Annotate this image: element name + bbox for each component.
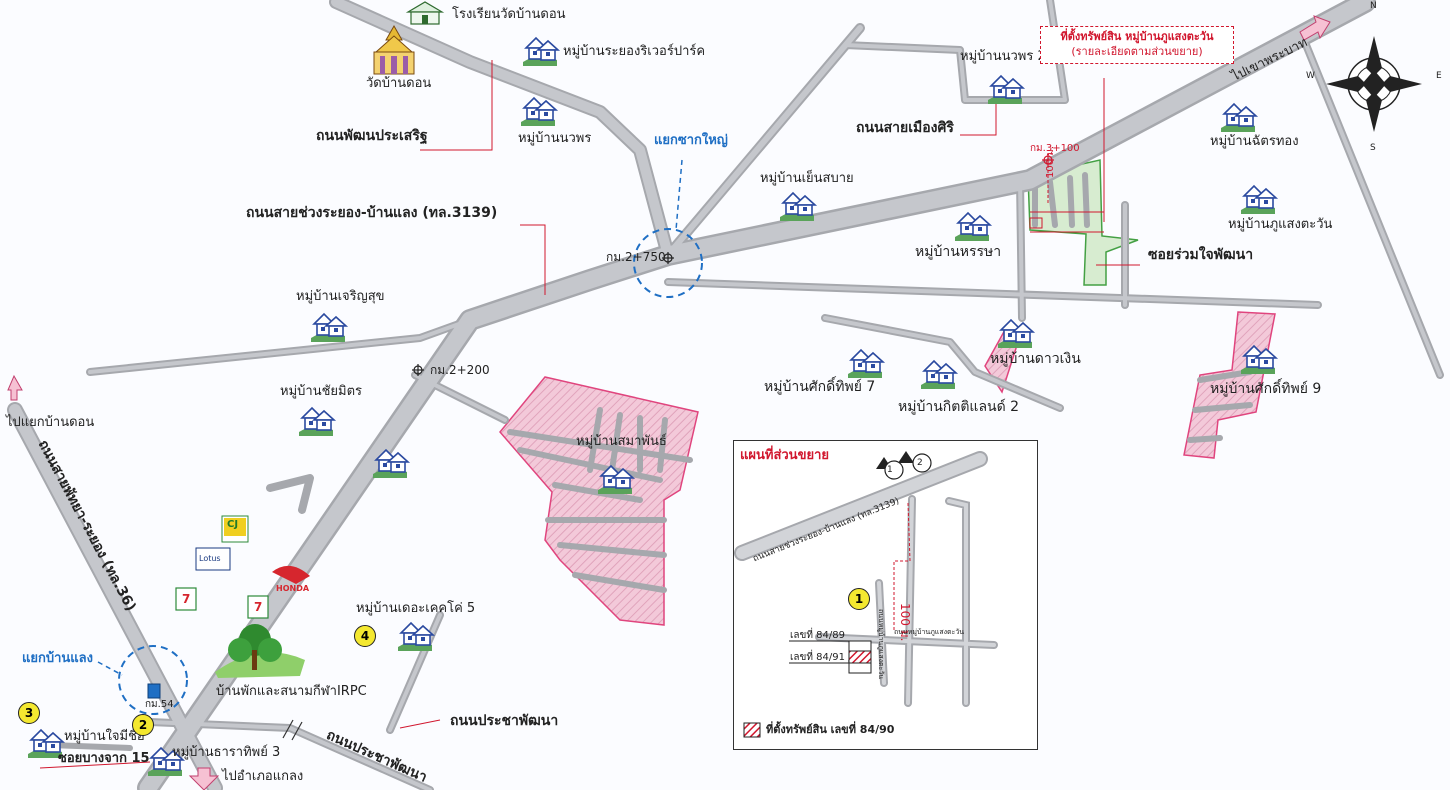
house-icon: [954, 212, 991, 242]
label-temple: วัดบ้านดอน: [366, 76, 432, 91]
house-icon: [1220, 103, 1257, 133]
house-icon: [298, 407, 335, 437]
label-v-phusaengtawan: หมู่บ้านภูแสงตะวัน: [1228, 217, 1333, 232]
compass-icon: [1326, 36, 1422, 132]
label-v-decocave5: หมู่บ้านเดอะเคคโค่ 5: [356, 601, 476, 616]
label-km-2-200: กม.2+200: [430, 363, 490, 377]
inset-map: แผนที่ส่วนขยาย 1 2 ถนนสายช่วงระยอง-บ้านแ…: [733, 440, 1038, 750]
property-note-line1: ที่ตั้งทรัพย์สิน หมู่บ้านภูแสงตะวัน: [1060, 30, 1214, 43]
label-v-nawaporn: หมู่บ้านนวพร: [518, 131, 592, 146]
label-road-phatthana: ถนนพัฒนประเสริฐ: [316, 128, 428, 144]
label-v-kitlandt2: หมู่บ้านกิตติแลนด์ 2: [898, 399, 1020, 415]
label-to-amphoe-klaeng: ไปอำเภอแกลง: [222, 769, 304, 784]
inset-soi-label-2: ถนนหมู่บ้านภูแสงตะวัน: [894, 628, 965, 636]
junction-ban-laeng-circle: [118, 645, 188, 715]
compass-e: E: [1436, 71, 1442, 81]
label-v-sakdithip7: หมู่บ้านศักดิ์ทิพย์ 7: [764, 379, 876, 395]
compass-s: S: [1370, 143, 1376, 153]
label-to-yaek-ban-don: ไปแยกบ้านดอน: [6, 415, 95, 430]
house-icon: [397, 622, 434, 652]
inset-title: แผนที่ส่วนขยาย: [740, 448, 829, 463]
property-note: ที่ตั้งทรัพย์สิน หมู่บ้านภูแสงตะวัน (ราย…: [1040, 26, 1234, 64]
label-road-prachapattana: ถนนประชาพัฒนา: [450, 713, 559, 729]
label-v-tarathip3: หมู่บ้านธาราทิพย์ 3: [172, 745, 281, 760]
label-v-rayong-river: หมู่บ้านระยองริเวอร์ปาร์ค: [563, 44, 706, 59]
label-v-chatthong: หมู่บ้านฉัตรทอง: [1210, 134, 1299, 149]
property-note-line2: (รายละเอียดตามส่วนขยาย): [1071, 44, 1203, 58]
marker-2: 2: [132, 714, 154, 736]
irpc-park-icon: [215, 624, 305, 678]
leader-lines: [39, 60, 1140, 769]
cj-logo-icon: [221, 515, 249, 543]
house-icon: [847, 349, 884, 379]
compass-n: N: [1370, 1, 1377, 11]
label-cj: CJ: [227, 519, 239, 530]
label-v-charoensuk: หมู่บ้านเจริญสุข: [296, 289, 385, 304]
gas-station-icon: [147, 683, 161, 699]
house-icon: [310, 313, 347, 343]
label-dist-100: 100 ม.: [1045, 145, 1056, 178]
inset-marker-1: 1: [848, 588, 870, 610]
inset-soi-label: ถนนหมู่บ้านภูแสงตะวัน: [877, 609, 885, 680]
house-icon: [1240, 185, 1277, 215]
inset-legend: ที่ตั้งทรัพย์สิน เลขที่ 84/90: [766, 723, 895, 736]
label-v-chaimit: หมู่บ้านชัยมิตร: [280, 384, 363, 399]
label-km-3-100: กม.3+100: [1030, 143, 1080, 154]
label-km-54: กม.54: [145, 699, 174, 710]
label-school: โรงเรียนวัดบ้านดอน: [452, 7, 566, 22]
label-irpc: บ้านพักและสนามกีฬาIRPC: [216, 684, 367, 699]
house-icon: [522, 37, 559, 67]
label-v-sakdithip9: หมู่บ้านศักดิ์ทิพย์ 9: [1210, 381, 1322, 397]
arrow-to-khao-phraya: [1299, 15, 1331, 41]
honda-logo-icon: [272, 565, 310, 584]
inset-marker-1-top: 1: [887, 465, 893, 475]
label-soi-bangchak: ซอยบางจาก 15: [58, 751, 150, 766]
label-road-muang-siri: ถนนสายเมืองศิริ: [856, 120, 954, 136]
house-icon: [997, 319, 1034, 349]
label-v-daoengoen: หมู่บ้านดาวเงิน: [990, 351, 1081, 367]
label-v-jaimee: หมู่บ้านใจมีชื่อ: [64, 729, 145, 744]
inset-lot-a: เลขที่ 84/89: [790, 630, 845, 641]
label-v-hansaya: หมู่บ้านหรรษา: [915, 244, 1002, 260]
km-marker-icons: [412, 252, 674, 376]
label-v-nawaporn2: หมู่บ้านนวพร 2: [960, 49, 1046, 64]
arrow-to-amphoe-klaeng: [188, 767, 220, 790]
inset-canvas: [734, 451, 998, 738]
label-v-yensabai: หมู่บ้านเย็นสบาย: [760, 171, 854, 186]
label-road-chuang-rayong: ถนนสายช่วงระยอง-บ้านแลง (ทล.3139): [246, 205, 498, 221]
label-soi-ruamjai: ซอยร่วมใจพัฒนา: [1148, 247, 1254, 263]
label-seven-b: 7: [254, 600, 263, 614]
junction-sak-yai-circle: [633, 228, 703, 298]
seven-eleven-icon: [175, 587, 269, 619]
inset-marker-2-top: 2: [917, 458, 923, 468]
label-km-2-750: กม.2+750: [606, 250, 666, 264]
label-junction-sak-yai: แยกซากใหญ่: [654, 133, 728, 148]
arrow-to-yaek-ban-don: [7, 374, 23, 401]
school-icon: [405, 1, 445, 25]
house-icon: [779, 192, 816, 222]
temple-icon: [373, 24, 415, 75]
label-junction-ban-laeng: แยกบ้านแลง: [22, 651, 93, 666]
marker-3: 3: [18, 702, 40, 724]
marker-4: 4: [354, 625, 376, 647]
lotus-logo-icon: [195, 547, 231, 571]
compass-w: W: [1306, 71, 1315, 81]
inset-lot-b: เลขที่ 84/91: [790, 652, 845, 663]
house-icon: [920, 360, 957, 390]
house-icon: [987, 75, 1024, 105]
label-v-samaphan: หมู่บ้านสมาพันธ์: [576, 434, 667, 449]
label-honda: HONDA: [276, 584, 310, 593]
label-lotus: Lotus: [199, 554, 221, 563]
label-seven-a: 7: [182, 592, 191, 606]
house-icon: [520, 97, 557, 127]
